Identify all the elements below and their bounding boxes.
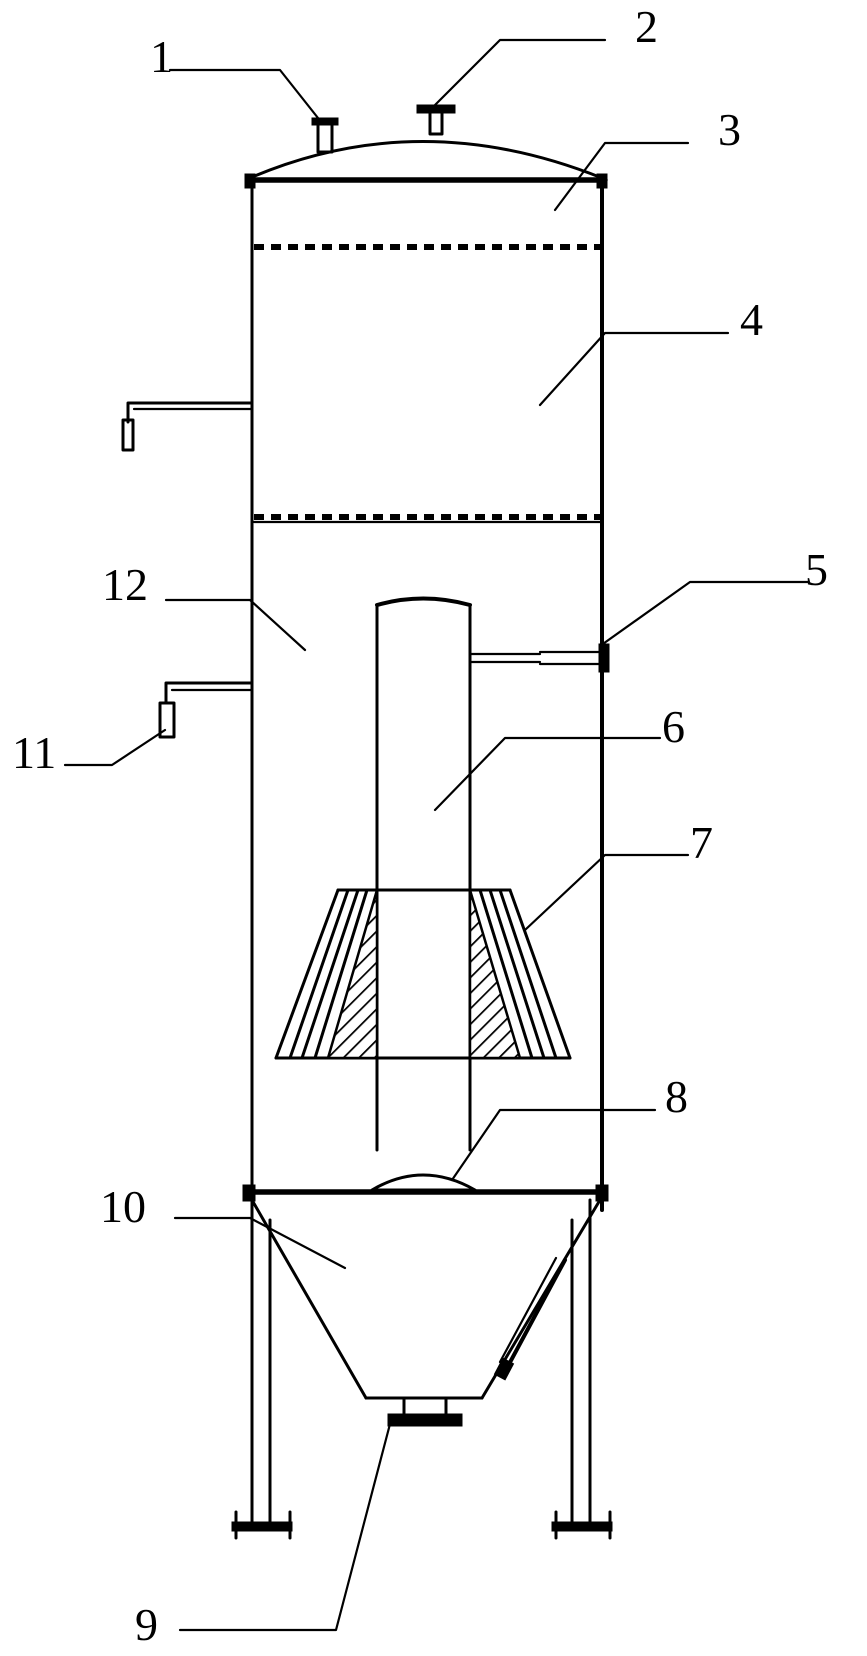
label-6: 6 [662,701,685,752]
nozzle-2 [416,104,456,136]
leader-lines [63,38,810,1632]
label-4: 4 [740,294,763,345]
hopper-cone-10 [250,1198,602,1400]
sampling-tap-upper [121,401,254,452]
label-11: 11 [12,727,56,778]
draft-tube-6 [375,596,472,1152]
top-dome [248,140,604,180]
sight-glass [493,1256,567,1381]
nozzle-1 [311,117,339,154]
label-2: 2 [635,1,658,52]
label-3: 3 [718,104,741,155]
label-9: 9 [135,1599,158,1650]
outlet-9 [387,1396,463,1427]
label-1: 1 [150,31,173,82]
label-12: 12 [102,559,148,610]
support-leg-left [231,1198,293,1540]
label-5: 5 [805,544,828,595]
support-leg-right [551,1198,613,1540]
cone-baffle-7 [274,888,572,1060]
label-8: 8 [665,1071,688,1122]
distributor-8 [370,1173,477,1192]
sampling-tap-11 [158,681,254,739]
inlet-pipe-5 [468,643,610,673]
label-10: 10 [100,1181,146,1232]
label-7: 7 [690,817,713,868]
